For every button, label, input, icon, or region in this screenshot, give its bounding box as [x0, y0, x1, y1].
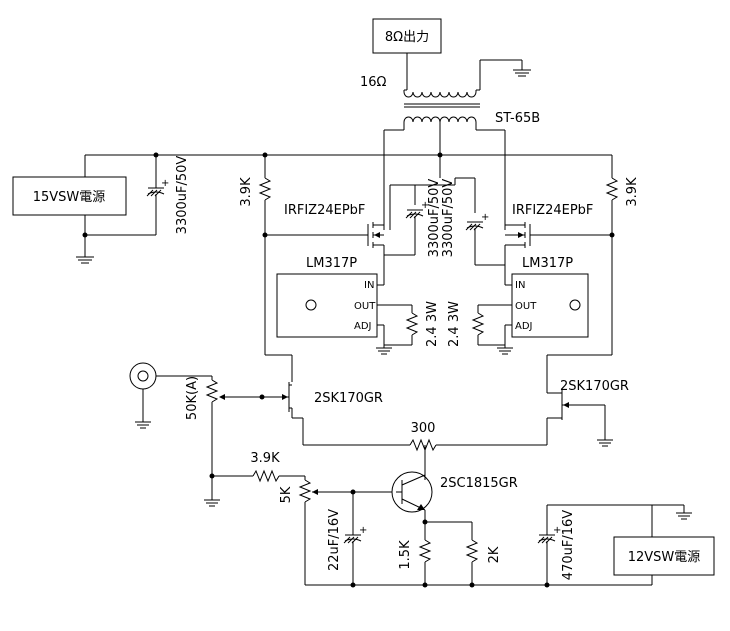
- jfet-right-icon: [547, 390, 605, 420]
- res-24-left-label: 2.4 3W: [425, 301, 440, 347]
- cap-22u-label: 22uF/16V: [327, 509, 342, 571]
- regulator-left-box: IN OUT ADJ: [276, 273, 378, 338]
- res-15k-label: 1.5K: [398, 540, 413, 570]
- pin-adj-label: ADJ: [354, 321, 372, 332]
- pot-50k-label: 50K(A): [185, 376, 200, 420]
- ground-icon: [376, 347, 392, 355]
- cap-470u-label: 470uF/16V: [561, 510, 576, 580]
- svg-text:+: +: [161, 178, 169, 189]
- regulator-right-box: IN OUT ADJ: [511, 273, 589, 338]
- pin-adj-label: ADJ: [515, 321, 533, 332]
- pin-in-label: IN: [364, 280, 374, 291]
- mosfet-left-icon: [265, 222, 384, 248]
- mosfet-right-label: IRFIZ24EPbF: [512, 203, 593, 218]
- psu-15v-label: 15VSW電源: [33, 190, 106, 205]
- tap-16-label: 16Ω: [360, 75, 387, 90]
- res-39k-left-label: 3.9K: [239, 177, 254, 207]
- cap-3300-mid-b-label: 3300uF/50V: [441, 179, 456, 258]
- psu-12v-label: 12VSW電源: [628, 550, 701, 565]
- transformer-label: ST-65B: [495, 111, 540, 126]
- reg-left-label: LM317P: [306, 256, 357, 271]
- mosfet-right-icon: [505, 222, 612, 248]
- psu-12v-box: 12VSW電源: [613, 536, 715, 576]
- potentiometer-50k-icon: [205, 376, 230, 476]
- ground-icon: [76, 256, 94, 264]
- pot-5k-label: 5K: [279, 486, 294, 503]
- jfet-left-label: 2SK170GR: [314, 391, 383, 406]
- output-box: 8Ω出力: [372, 18, 442, 54]
- potentiometer-5k-icon: [298, 476, 353, 585]
- ground-icon: [597, 439, 613, 447]
- bjt-label: 2SC1815GR: [440, 476, 518, 491]
- ground-icon: [135, 421, 151, 429]
- transformer-icon: [403, 89, 480, 123]
- res-24-right-label: 2.4 3W: [447, 301, 462, 347]
- capacitor-icon: +: [405, 200, 429, 219]
- capacitor-icon: +: [343, 525, 367, 544]
- output-label: 8Ω出力: [385, 30, 429, 45]
- capacitor-icon: +: [465, 212, 489, 231]
- pin-in-label: IN: [515, 280, 525, 291]
- psu-15v-box: 15VSW電源: [12, 176, 127, 216]
- pin-out-label: OUT: [515, 301, 537, 312]
- ground-icon: [513, 69, 531, 77]
- ground-icon: [676, 512, 692, 520]
- jfet-left-icon: [220, 382, 292, 412]
- input-jack-icon: [129, 362, 157, 390]
- res-39k-right-label: 3.9K: [625, 177, 640, 207]
- svg-text:+: +: [553, 525, 561, 536]
- reg-right-label: LM317P: [522, 256, 573, 271]
- res-2k-label: 2K: [487, 546, 502, 563]
- cap-3300-left-label: 3300uF/50V: [175, 156, 190, 235]
- pin-out-label: OUT: [354, 301, 376, 312]
- svg-text:+: +: [421, 200, 429, 211]
- ground-icon: [497, 347, 513, 355]
- capacitor-icon: +: [537, 525, 561, 544]
- res-300-label: 300: [411, 421, 436, 436]
- ground-icon: [204, 499, 220, 507]
- cap-3300-mid-a-label: 3300uF/50V: [427, 179, 442, 258]
- svg-text:+: +: [359, 525, 367, 536]
- res-39k-bottom-label: 3.9K: [250, 451, 280, 466]
- svg-text:+: +: [481, 212, 489, 223]
- mosfet-left-label: IRFIZ24EPbF: [284, 203, 365, 218]
- bjt-icon: [391, 471, 433, 513]
- jfet-right-label: 2SK170GR: [560, 379, 629, 394]
- capacitor-icon: +: [146, 178, 169, 197]
